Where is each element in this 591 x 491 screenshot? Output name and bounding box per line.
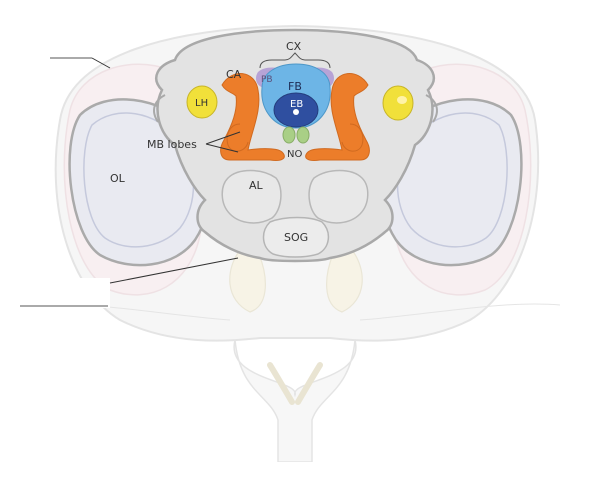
label-no: NO — [287, 149, 302, 160]
blank-label-box-bottom-right — [375, 364, 575, 464]
label-lh: LH — [195, 98, 208, 109]
label-ca: CA — [226, 68, 242, 81]
label-ol: OL — [110, 172, 126, 185]
label-cx: CX — [286, 40, 302, 53]
label-al: AL — [249, 179, 264, 192]
label-pb: PB — [261, 75, 273, 85]
label-mb-lobes: MB lobes — [147, 138, 197, 151]
right-lateral-horn — [383, 86, 413, 120]
label-eb: EB — [290, 99, 303, 110]
right-nodulus — [297, 127, 309, 143]
blank-label-box-bottom-left — [10, 338, 155, 473]
blank-label-box-bottom-center — [268, 462, 340, 478]
right-antennal-lobe — [309, 171, 368, 223]
label-sog: SOG — [284, 231, 308, 244]
left-nodulus — [283, 127, 295, 143]
right-lateral-horn-highlight — [397, 96, 407, 104]
blank-label-box-mid-left — [18, 278, 110, 308]
proboscis — [234, 340, 356, 462]
blank-label-box-top-left — [42, 30, 92, 58]
label-fb-upper: FB — [288, 80, 302, 93]
